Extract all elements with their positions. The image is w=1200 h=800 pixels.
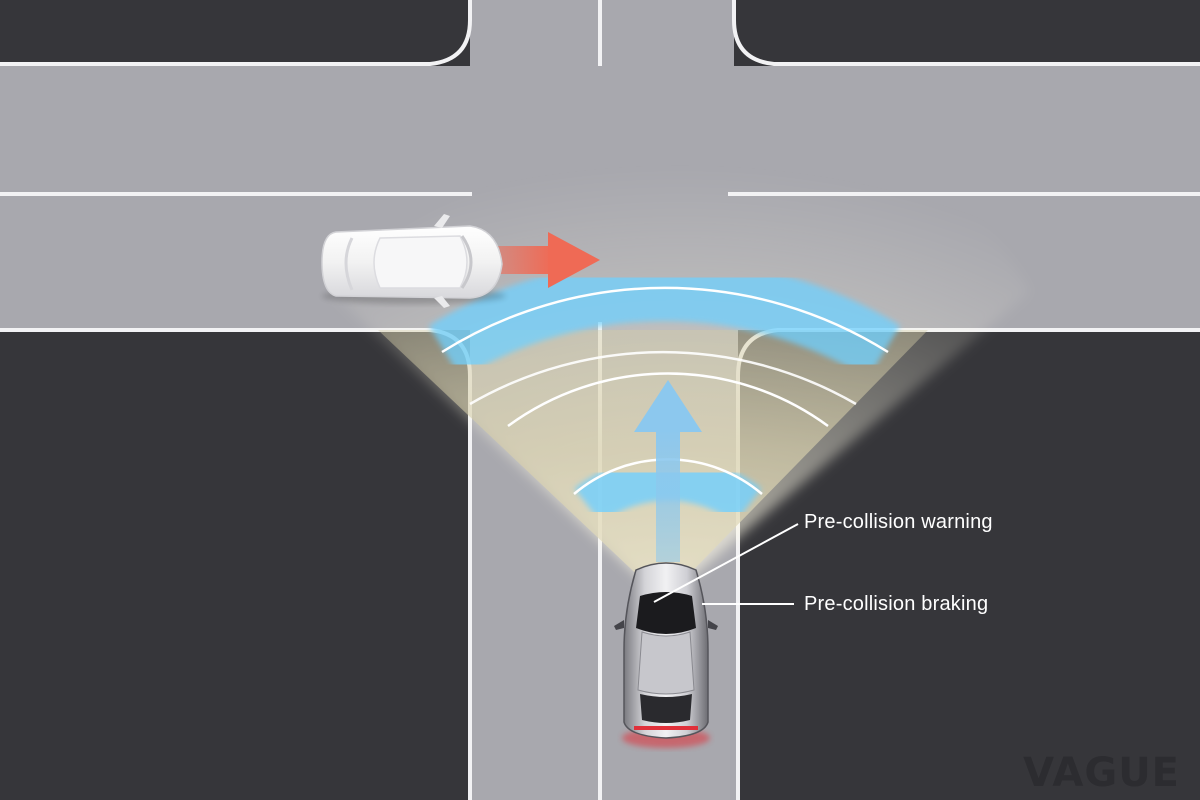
ego-car (614, 562, 718, 748)
pre-collision-warning-label: Pre-collision warning (804, 511, 993, 533)
crossing-direction-arrow (498, 232, 600, 288)
pre-collision-braking-label: Pre-collision braking (804, 593, 988, 615)
vague-watermark: VAGUE (1023, 750, 1180, 796)
crossing-car (321, 214, 506, 308)
callout-lines (653, 523, 799, 605)
travel-direction-arrow (634, 380, 702, 562)
